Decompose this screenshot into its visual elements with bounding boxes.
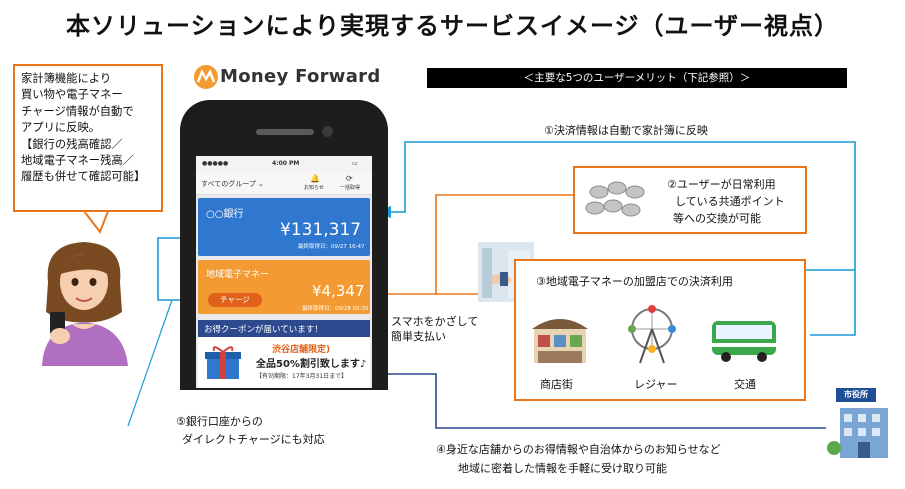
bank-balance: ¥131,317 (280, 220, 361, 240)
bell-icon[interactable]: 🔔 (310, 174, 320, 183)
battery-icon: ▭ (352, 160, 358, 167)
callout-line: アプリに反映。 (21, 120, 155, 136)
tap-label-line: スマホをかざして (391, 313, 478, 329)
bulk-fetch-label: 一括取得 (340, 184, 360, 191)
benefit-5-line: ⑤銀行口座からの (176, 413, 263, 429)
callout-pointer (84, 211, 108, 232)
emoney-balance: ¥4,347 (312, 282, 365, 300)
phone-camera (322, 126, 333, 137)
phone-nav-bar: すべてのグループ ⌄ 🔔 お知らせ ⟳ 一括取得 (196, 172, 372, 195)
coupon-banner[interactable]: お得クーポンが届いています！ (198, 320, 370, 337)
callout-line: チャージ情報が自動で (21, 104, 155, 120)
shopping-street-icon (530, 307, 590, 367)
signal-dots-icon: ●●●●● (202, 160, 228, 167)
coupon-store: 渋谷店舗限定) (272, 342, 330, 355)
benefit-2-line: 等への交換が可能 (673, 210, 761, 226)
coupon-expiry: 【有効期限：17年3月31日まで】 (256, 371, 347, 380)
notifications-label: お知らせ (304, 184, 324, 191)
callout-line: 買い物や電子マネー (21, 87, 155, 103)
tap-label-line: 簡単支払い (391, 328, 446, 344)
money-forward-logo-icon (193, 64, 219, 90)
bus-icon (710, 317, 780, 363)
group-selector-label: すべてのグループ (201, 180, 256, 188)
benefit-5-line: ダイレクトチャージにも対応 (182, 431, 325, 447)
callout-line: 家計簿機能により (21, 71, 155, 87)
feature-callout: 家計簿機能により 買い物や電子マネー チャージ情報が自動で アプリに反映。 【銀… (13, 64, 163, 212)
bank-name: ○○銀行 (206, 205, 243, 220)
benefit-3-label: ③地域電子マネーの加盟店での決済利用 (536, 273, 733, 289)
ferris-wheel-icon (624, 303, 680, 365)
coupon-offer: 全品50%割引致します♪ (256, 355, 366, 370)
callout-line: 【銀行の残高確認／ (21, 137, 155, 153)
benefit-4-line: ④身近な店舗からのお得情報や自治体からのお知らせなど (436, 441, 721, 457)
coupon-card[interactable]: 渋谷店舗限定) 全品50%割引致します♪ 【有効期限：17年3月31日まで】 (198, 337, 370, 388)
coins-icon (583, 178, 653, 222)
benefit-2-box: ②ユーザーが日常利用 している共通ポイント 等への交換が可能 (573, 166, 807, 234)
gift-icon (204, 343, 242, 381)
refresh-icon[interactable]: ⟳ (346, 174, 353, 183)
emoney-card[interactable]: 地域電子マネー ¥4,347 チャージ 最終取得日：09/28 05:35 (198, 260, 370, 314)
group-selector[interactable]: すべてのグループ ⌄ (201, 179, 264, 189)
status-time: 4:00 PM (272, 160, 299, 167)
bank-account-card[interactable]: ○○銀行 ¥131,317 最終取得日：09/27 16:47 (198, 198, 370, 256)
coupon-header: お得クーポンが届いています！ (204, 323, 323, 335)
emoney-name: 地域電子マネー (206, 267, 269, 280)
logo-text: Money Forward (220, 66, 381, 87)
benefit-4-line: 地域に密着した情報を手軽に受け取り可能 (458, 460, 667, 476)
bank-updated: 最終取得日：09/27 16:47 (298, 242, 364, 250)
emoney-updated: 最終取得日：09/28 05:35 (302, 304, 368, 312)
user-woman-icon (34, 238, 134, 366)
benefit-2-line: している共通ポイント (675, 193, 785, 209)
city-hall-sign: 市役所 (836, 388, 876, 402)
shop-label-leisure: レジャー (634, 376, 677, 392)
callout-line: 履歴も併せて確認可能】 (21, 169, 155, 185)
phone-speaker (256, 129, 314, 135)
benefit-2-line: ②ユーザーが日常利用 (667, 176, 776, 192)
phone-status-bar: ●●●●● 4:00 PM ▭ (196, 156, 372, 172)
callout-line: 地域電子マネー残高／ (21, 153, 155, 169)
benefit-1-label: ①決済情報は自動で家計簿に反映 (544, 122, 708, 138)
charge-button[interactable]: チャージ (208, 293, 262, 307)
benefits-header: ＜主要な5つのユーザーメリット（下記参照）＞ (427, 68, 847, 88)
benefit-3-box: ③地域電子マネーの加盟店での決済利用 商店街 レジャー 交通 (514, 259, 806, 401)
shop-label-transport: 交通 (734, 376, 756, 392)
shop-label-street: 商店街 (540, 376, 573, 392)
line-benefit5-pointer (128, 300, 172, 426)
